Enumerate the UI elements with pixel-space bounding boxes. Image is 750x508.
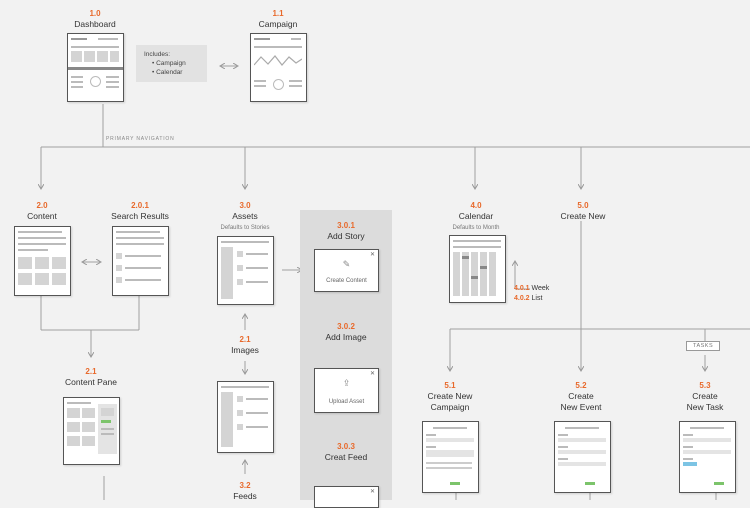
node-title: Add Story bbox=[327, 231, 365, 241]
create-new-event-wireframe[interactable] bbox=[554, 421, 611, 493]
node-title: Content bbox=[27, 211, 57, 221]
calendar-view-week[interactable]: 4.0.1 Week bbox=[514, 285, 550, 292]
node-title: Feeds bbox=[233, 491, 257, 501]
node-number: 5.2 bbox=[575, 381, 587, 390]
node-assets: 3.0 Assets Defaults to Stories bbox=[220, 200, 269, 234]
node-number: 2.0.1 bbox=[131, 201, 149, 210]
node-number: 1.1 bbox=[272, 9, 284, 18]
node-number: 1.0 bbox=[89, 9, 101, 18]
callout-heading: Includes: bbox=[144, 51, 171, 58]
node-create-new-event: 5.2 Create New Event bbox=[560, 380, 601, 413]
node-title: Create New bbox=[560, 211, 606, 221]
node-number: 3.2 bbox=[239, 481, 251, 490]
content-pane-wireframe[interactable] bbox=[63, 397, 120, 465]
node-number: 3.0 bbox=[239, 201, 251, 210]
node-title: Campaign bbox=[258, 19, 298, 29]
node-number: 3.0.2 bbox=[337, 322, 355, 331]
node-title: Create New Event bbox=[560, 391, 602, 412]
node-title: Search Results bbox=[111, 211, 169, 221]
search-results-wireframe[interactable] bbox=[112, 226, 169, 296]
node-title: Assets bbox=[232, 211, 258, 221]
node-title: Calendar bbox=[458, 211, 494, 221]
node-title: Add Image bbox=[325, 332, 367, 342]
line-chart-sketch bbox=[254, 55, 302, 66]
node-images: 2.1 Images bbox=[231, 334, 259, 356]
node-subtitle: Defaults to Stories bbox=[220, 225, 270, 231]
node-title: Creat Feed bbox=[324, 452, 368, 462]
node-creat-feed: 3.0.3 Creat Feed bbox=[325, 441, 368, 463]
images-wireframe[interactable] bbox=[217, 381, 274, 453]
node-number: 2.0 bbox=[36, 201, 48, 210]
create-new-task-wireframe[interactable] bbox=[679, 421, 736, 493]
node-create-new: 5.0 Create New bbox=[561, 200, 606, 222]
node-dashboard: 1.0 Dashboard bbox=[74, 8, 116, 30]
node-add-story: 3.0.1 Add Story bbox=[327, 220, 364, 242]
create-content-card[interactable]: ✕ ✎ Create Content bbox=[314, 249, 379, 292]
close-icon[interactable]: ✕ bbox=[369, 371, 375, 377]
node-title: Content Pane bbox=[65, 377, 117, 387]
callout-item: Campaign bbox=[152, 59, 199, 68]
campaign-wireframe[interactable] bbox=[250, 33, 307, 102]
node-content: 2.0 Content bbox=[27, 200, 57, 222]
primary-navigation-label: PRIMARY NAVIGATION bbox=[106, 136, 175, 142]
create-new-campaign-wireframe[interactable] bbox=[422, 421, 479, 493]
node-number: 3.0.1 bbox=[337, 221, 355, 230]
node-number: 2.1 bbox=[85, 367, 97, 376]
close-icon[interactable]: ✕ bbox=[369, 489, 375, 495]
node-feeds: 3.2 Feeds bbox=[233, 480, 257, 502]
calendar-view-list[interactable]: 4.0.2 List bbox=[514, 295, 543, 302]
node-title: Create New Campaign bbox=[427, 391, 473, 412]
assets-wireframe[interactable] bbox=[217, 236, 274, 305]
node-number: 4.0 bbox=[470, 201, 482, 210]
node-title: Images bbox=[231, 345, 259, 355]
dashboard-includes-callout: Includes: Campaign Calendar bbox=[136, 45, 207, 82]
node-title: Dashboard bbox=[74, 19, 116, 29]
node-number: 5.0 bbox=[577, 201, 589, 210]
content-wireframe[interactable] bbox=[14, 226, 71, 296]
node-content-pane: 2.1 Content Pane bbox=[65, 366, 117, 388]
upload-icon: ⇪ bbox=[342, 378, 351, 388]
node-add-image: 3.0.2 Add Image bbox=[325, 321, 366, 343]
calendar-views: 4.0.1 Week 4.0.2 List bbox=[514, 284, 549, 304]
node-create-new-task: 5.3 Create New Task bbox=[687, 380, 724, 413]
create-feed-card[interactable]: ✕ bbox=[314, 486, 379, 508]
callout-item: Calendar bbox=[152, 68, 199, 77]
node-search-results: 2.0.1 Search Results bbox=[111, 200, 169, 222]
dashboard-wireframe[interactable] bbox=[67, 33, 124, 102]
node-number: 2.1 bbox=[239, 335, 251, 344]
tasks-tag: TASKS bbox=[686, 341, 721, 351]
pencil-icon: ✎ bbox=[342, 259, 351, 269]
node-campaign: 1.1 Campaign bbox=[259, 8, 298, 30]
node-title: Create New Task bbox=[686, 391, 724, 412]
node-subtitle: Defaults to Month bbox=[452, 225, 500, 231]
node-calendar: 4.0 Calendar Defaults to Month bbox=[452, 200, 499, 234]
node-number: 3.0.3 bbox=[337, 442, 355, 451]
node-number: 5.1 bbox=[444, 381, 456, 390]
upload-asset-button[interactable]: Upload Asset bbox=[328, 399, 365, 405]
close-icon[interactable]: ✕ bbox=[369, 252, 375, 258]
node-create-new-campaign: 5.1 Create New Campaign bbox=[428, 380, 473, 413]
upload-asset-card[interactable]: ✕ ⇪ Upload Asset bbox=[314, 368, 379, 413]
calendar-wireframe[interactable] bbox=[449, 235, 506, 303]
node-number: 5.3 bbox=[699, 381, 711, 390]
create-content-button[interactable]: Create Content bbox=[326, 278, 367, 284]
